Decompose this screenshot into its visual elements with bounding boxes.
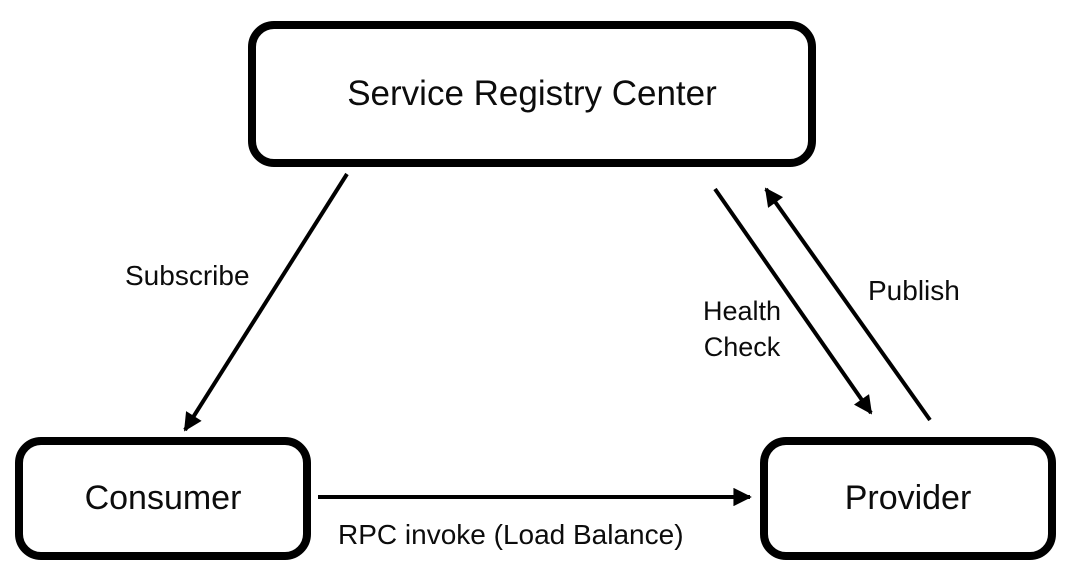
node-service-registry-center: Service Registry Center: [248, 21, 816, 167]
health-check-edge-label: Health Check: [702, 296, 782, 362]
health-check-arrow: [713, 187, 873, 415]
node-service-registry-center-label: Service Registry Center: [347, 74, 717, 113]
publish-edge-label: Publish: [868, 275, 960, 306]
node-consumer: Consumer: [15, 437, 311, 560]
subscribe-arrow: [183, 172, 349, 432]
rpc-invoke-edge-label: RPC invoke (Load Balance): [338, 519, 684, 550]
node-provider: Provider: [760, 437, 1056, 560]
publish-arrow: [764, 187, 932, 422]
subscribe-edge-label: Subscribe: [125, 260, 250, 291]
node-provider-label: Provider: [844, 479, 972, 517]
node-consumer-label: Consumer: [84, 479, 242, 517]
